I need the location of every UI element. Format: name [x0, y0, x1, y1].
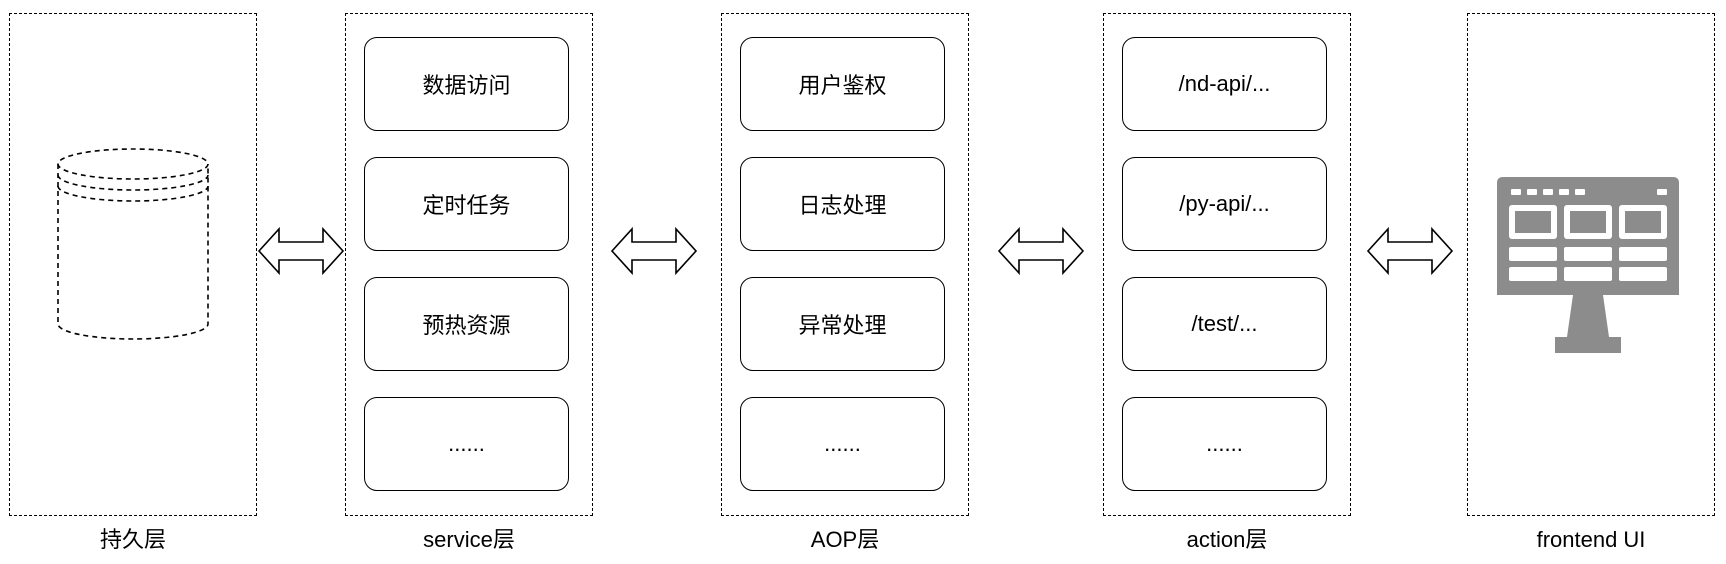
frontend-layer-panel	[1467, 13, 1715, 516]
bidirectional-arrow-icon	[1366, 226, 1454, 276]
aop-layer-panel: 用户鉴权 日志处理 异常处理 ......	[721, 13, 969, 516]
monitor-icon	[1497, 177, 1679, 353]
layer-label-service: service层	[423, 527, 515, 552]
aop-item: 用户鉴权	[740, 37, 945, 131]
database-icon	[57, 148, 209, 340]
service-item: 预热资源	[364, 277, 569, 371]
service-item: 数据访问	[364, 37, 569, 131]
aop-item: 异常处理	[740, 277, 945, 371]
bidirectional-arrow-icon	[610, 226, 698, 276]
action-layer-panel: /nd-api/... /py-api/... /test/... ......	[1103, 13, 1351, 516]
service-layer-panel: 数据访问 定时任务 预热资源 ......	[345, 13, 593, 516]
layer-label-action: action层	[1186, 527, 1268, 552]
action-item: ......	[1122, 397, 1327, 491]
aop-item: 日志处理	[740, 157, 945, 251]
layer-label-aop: AOP层	[810, 527, 880, 552]
action-item: /nd-api/...	[1122, 37, 1327, 131]
layer-label-persistence: 持久层	[99, 527, 166, 552]
bidirectional-arrow-icon	[997, 226, 1085, 276]
persistence-layer-panel	[9, 13, 257, 516]
aop-item: ......	[740, 397, 945, 491]
layer-label-frontend: frontend UI	[1536, 527, 1646, 552]
service-item: ......	[364, 397, 569, 491]
bidirectional-arrow-icon	[257, 226, 345, 276]
service-item: 定时任务	[364, 157, 569, 251]
action-item: /py-api/...	[1122, 157, 1327, 251]
action-item: /test/...	[1122, 277, 1327, 371]
